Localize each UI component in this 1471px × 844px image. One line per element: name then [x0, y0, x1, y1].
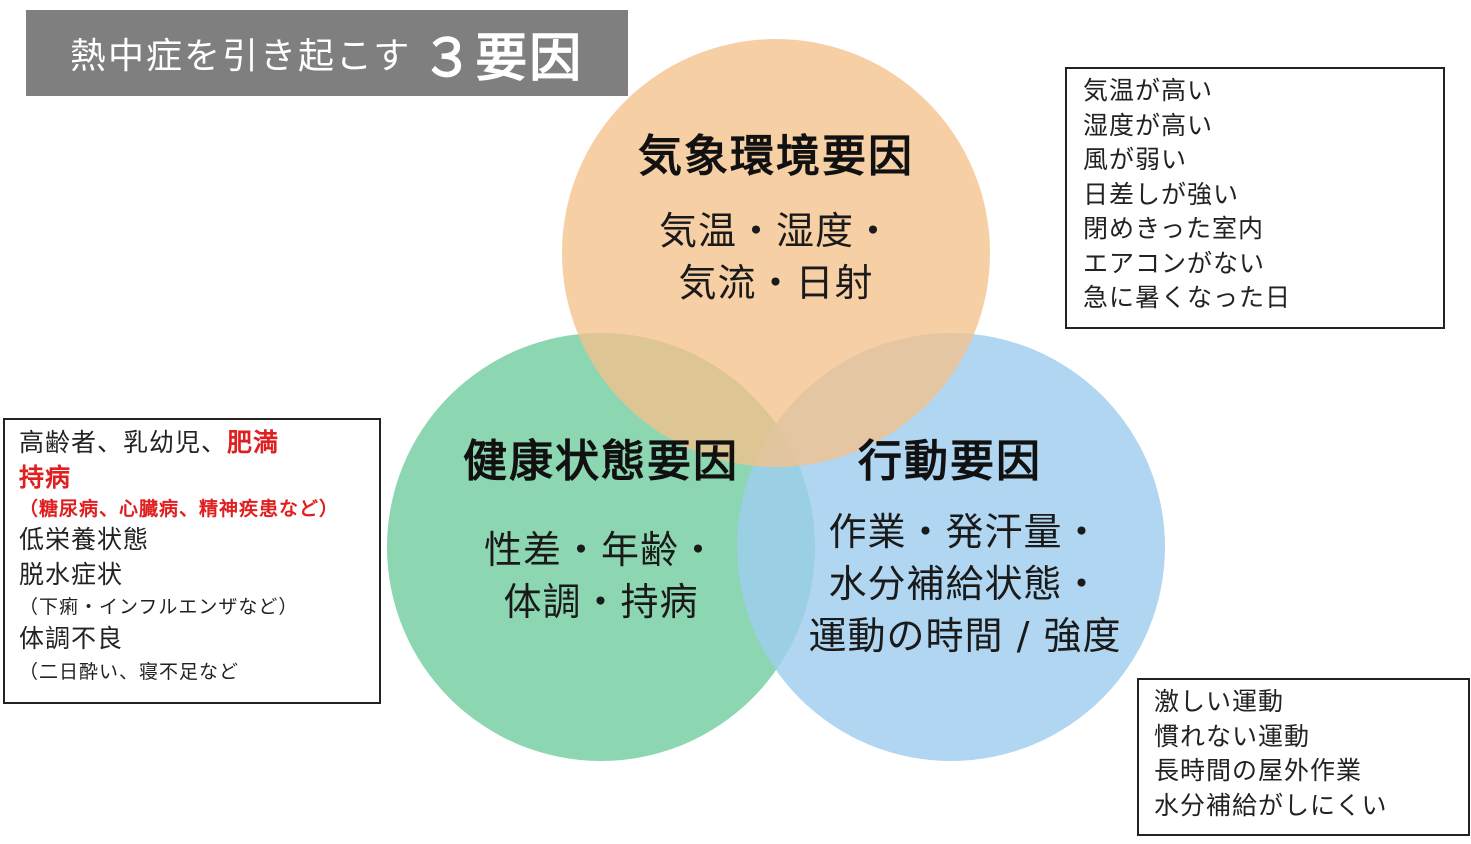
title-emphasis: ３要因: [421, 28, 584, 89]
behavior-body-line3: 運動の時間 / 強度: [808, 614, 1122, 658]
weather-body: 気温・湿度・ 気流・日射: [606, 205, 946, 309]
health-factor-note: （下痢・インフルエンザなど）: [19, 596, 299, 618]
behavior-body-line2: 水分補給状態・: [828, 562, 1102, 606]
health-factor-item: 低栄養状態: [19, 525, 150, 554]
weather-factor-item: 気温が高い: [1083, 76, 1214, 105]
weather-factor-item: 風が弱い: [1083, 145, 1188, 174]
weather-factor-item: 湿度が高い: [1083, 110, 1214, 140]
behavior-factor-box: 激しい運動 慣れない運動 長時間の屋外作業 水分補給がしにくい: [1137, 678, 1470, 836]
health-factor-note: （二日酔い、寝不足など: [19, 660, 240, 683]
weather-heading: 気象環境要因: [638, 131, 914, 182]
health-factor-highlight-note: （糖尿病、心臓病、精神疾患など）: [19, 498, 340, 520]
health-heading: 健康状態要因: [463, 436, 739, 487]
title-main: 熱中症を引き起こす: [70, 36, 412, 77]
weather-factor-item: エアコンがない: [1083, 248, 1266, 278]
health-factor-highlight: 肥満: [227, 428, 280, 457]
circle-weather: [562, 39, 990, 467]
behavior-factor-item: 水分補給がしにくい: [1154, 790, 1388, 820]
health-factor-box: 高齢者、乳幼児、肥満 持病 （糖尿病、心臓病、精神疾患など） 低栄養状態 脱水症…: [3, 418, 381, 704]
weather-factor-item: 閉めきった室内: [1083, 214, 1265, 243]
weather-body-line1: 気温・湿度・: [658, 209, 893, 253]
health-factor-highlight: 持病: [19, 462, 72, 492]
health-factor-text: 高齢者、乳幼児、: [19, 428, 228, 457]
title-banner: 熱中症を引き起こす ３要因: [26, 10, 628, 96]
health-factor-line: 高齢者、乳幼児、肥満: [19, 426, 379, 461]
health-body-line2: 体調・持病: [503, 580, 699, 624]
behavior-factor-item: 激しい運動: [1154, 687, 1285, 716]
weather-factor-item: 日差しが強い: [1083, 179, 1240, 209]
health-factor-item: 体調不良: [19, 624, 124, 653]
behavior-factor-item: 慣れない運動: [1154, 721, 1311, 751]
health-factor-item: 脱水症状: [19, 559, 124, 589]
weather-factor-item: 急に暑くなった日: [1083, 283, 1292, 312]
behavior-body: 作業・発汗量・ 水分補給状態・ 運動の時間 / 強度: [790, 506, 1140, 662]
health-body-line1: 性差・年齢・: [483, 528, 718, 572]
behavior-factor-item: 長時間の屋外作業: [1154, 756, 1363, 785]
weather-body-line2: 気流・日射: [678, 261, 874, 305]
health-body: 性差・年齢・ 体調・持病: [436, 524, 766, 628]
weather-factor-box: 気温が高い 湿度が高い 風が弱い 日差しが強い 閉めきった室内 エアコンがない …: [1065, 67, 1445, 329]
behavior-heading: 行動要因: [858, 436, 1042, 487]
behavior-body-line1: 作業・発汗量・: [828, 510, 1102, 554]
